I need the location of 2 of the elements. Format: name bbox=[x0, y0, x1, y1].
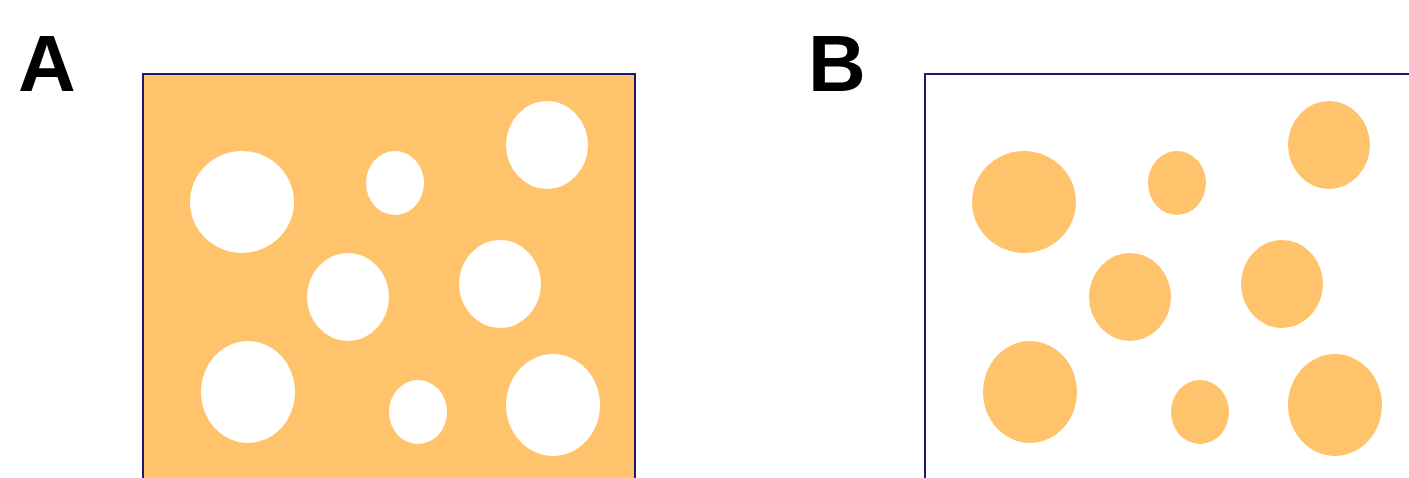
panel-label: B bbox=[808, 24, 866, 104]
panel-label: A bbox=[18, 24, 76, 104]
